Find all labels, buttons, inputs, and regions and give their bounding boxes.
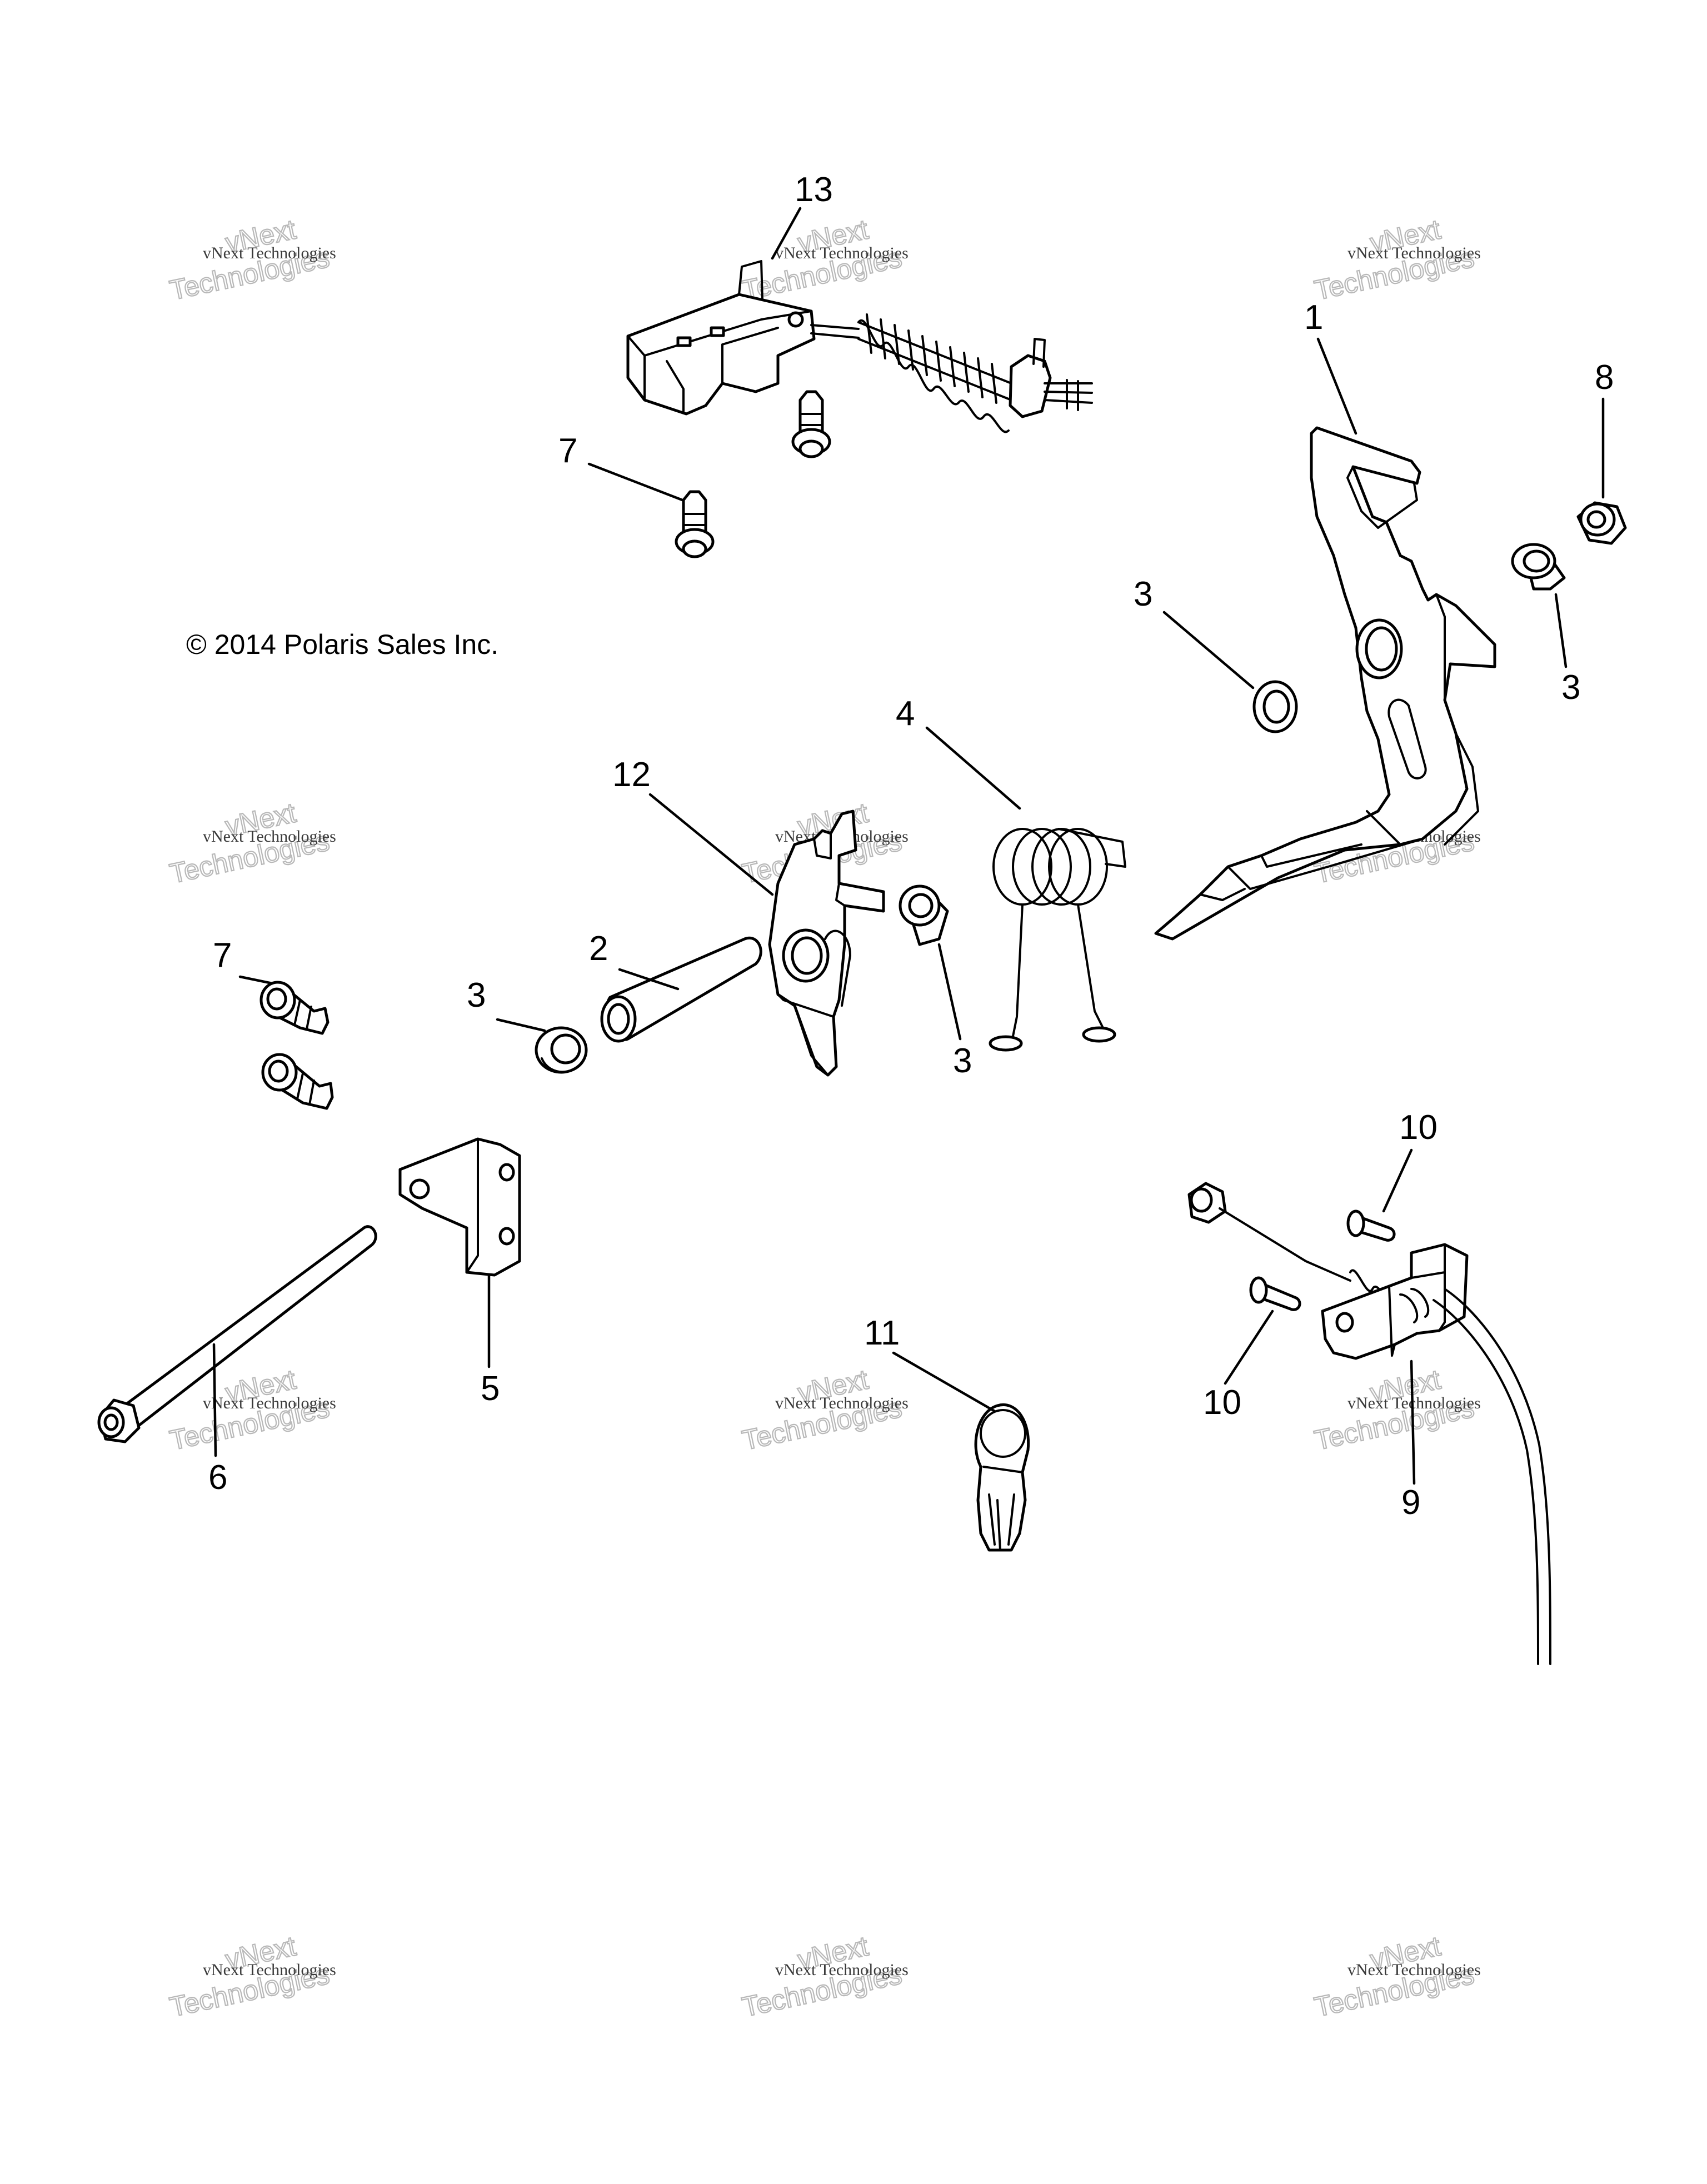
callout-3-mid: 3 xyxy=(937,943,972,1080)
svg-text:vNext Technologies: vNext Technologies xyxy=(203,1394,336,1412)
callout-3-upper: 3 xyxy=(1134,575,1255,689)
svg-text:10: 10 xyxy=(1399,1108,1438,1147)
callout-2: 2 xyxy=(589,929,680,991)
watermark: vNext Technologies vNext Technologies xyxy=(739,1363,909,1457)
part-3-bushing-upper xyxy=(1252,680,1298,733)
part-7-screw-left-a xyxy=(259,981,330,1035)
part-1-pedal-lever xyxy=(1154,426,1496,941)
svg-text:vNext Technologies: vNext Technologies xyxy=(203,244,336,262)
part-12-secondary-lever xyxy=(768,809,885,1077)
svg-text:3: 3 xyxy=(1134,575,1152,613)
callout-3-right: 3 xyxy=(1554,593,1580,707)
part-7-screw xyxy=(675,490,715,558)
callout-7-left: 7 xyxy=(213,936,274,985)
svg-text:6: 6 xyxy=(208,1458,227,1497)
copyright-text: © 2014 Polaris Sales Inc. xyxy=(186,629,498,660)
part-9-cable-assembly xyxy=(1187,1182,1551,1665)
svg-text:vNext Technologies: vNext Technologies xyxy=(775,1961,909,1979)
part-6-long-bolt xyxy=(97,1225,377,1443)
svg-text:8: 8 xyxy=(1595,358,1614,397)
part-11-cable-clip xyxy=(974,1403,1030,1552)
svg-text:2: 2 xyxy=(589,929,608,968)
callout-8: 8 xyxy=(1595,358,1614,499)
svg-text:vNext Technologies: vNext Technologies xyxy=(1347,1394,1481,1412)
watermark: vNext Technologies vNext Technologies xyxy=(167,213,336,307)
svg-text:12: 12 xyxy=(612,756,651,794)
callout-5: 5 xyxy=(481,1273,500,1408)
part-3-bushing-mid xyxy=(899,884,949,946)
svg-text:vNext Technologies: vNext Technologies xyxy=(1347,244,1481,262)
svg-text:vNext Technologies: vNext Technologies xyxy=(775,244,909,262)
svg-text:3: 3 xyxy=(1561,668,1580,707)
svg-text:3: 3 xyxy=(953,1042,972,1080)
part-2-pivot-tube xyxy=(600,936,762,1043)
callout-10-lower: 10 xyxy=(1203,1310,1274,1422)
part-7-screw-left-b xyxy=(261,1053,334,1110)
part-8-nut xyxy=(1576,501,1627,545)
svg-text:9: 9 xyxy=(1401,1483,1420,1522)
watermark: vNext Technologies vNext Technologies xyxy=(1311,1363,1481,1457)
callout-10-upper: 10 xyxy=(1382,1108,1438,1213)
part-3-bushing-right xyxy=(1511,543,1566,591)
svg-text:4: 4 xyxy=(896,694,915,733)
callout-13: 13 xyxy=(771,171,833,260)
svg-text:1: 1 xyxy=(1304,298,1323,337)
svg-text:vNext Technologies: vNext Technologies xyxy=(775,1394,909,1412)
watermark: vNext Technologies vNext Technologies xyxy=(739,213,909,307)
watermark: vNext Technologies vNext Technologies xyxy=(167,1930,336,2023)
svg-text:5: 5 xyxy=(481,1370,500,1408)
callout-1: 1 xyxy=(1304,298,1357,435)
svg-text:11: 11 xyxy=(864,1314,900,1352)
part-5-mounting-bracket xyxy=(398,1137,521,1277)
svg-text:3: 3 xyxy=(467,976,486,1014)
svg-text:vNext Technologies: vNext Technologies xyxy=(1347,1961,1481,1979)
callout-6: 6 xyxy=(208,1343,227,1497)
callout-12: 12 xyxy=(612,756,774,896)
part-7-screw-b xyxy=(791,390,831,458)
callout-7-top: 7 xyxy=(558,432,684,502)
svg-text:7: 7 xyxy=(558,432,577,470)
callout-3-left: 3 xyxy=(467,976,546,1032)
part-3-bushing-left xyxy=(535,1026,588,1074)
watermark: vNext Technologies vNext Technologies xyxy=(1311,1930,1481,2023)
watermark: vNext Technologies vNext Technologies xyxy=(739,1930,909,2023)
part-4-torsion-spring xyxy=(989,828,1126,1052)
watermark-group: vNext Technologies vNext Technologies vN… xyxy=(167,213,1481,2023)
svg-text:13: 13 xyxy=(795,171,833,209)
svg-text:vNext Technologies: vNext Technologies xyxy=(203,827,336,846)
callout-9: 9 xyxy=(1401,1360,1420,1522)
callout-4: 4 xyxy=(896,694,1021,810)
spring-coils xyxy=(857,313,1012,433)
svg-text:7: 7 xyxy=(213,936,232,974)
svg-text:vNext Technologies: vNext Technologies xyxy=(203,1961,336,1979)
part-13-switch-assembly xyxy=(626,260,1093,433)
watermark: vNext Technologies vNext Technologies xyxy=(167,796,336,890)
svg-text:10: 10 xyxy=(1203,1383,1241,1422)
callout-11: 11 xyxy=(864,1314,996,1413)
part-10-rivet-upper xyxy=(1346,1210,1396,1242)
watermark: vNext Technologies vNext Technologies xyxy=(1311,213,1481,307)
part-10-rivet-lower xyxy=(1249,1276,1301,1311)
